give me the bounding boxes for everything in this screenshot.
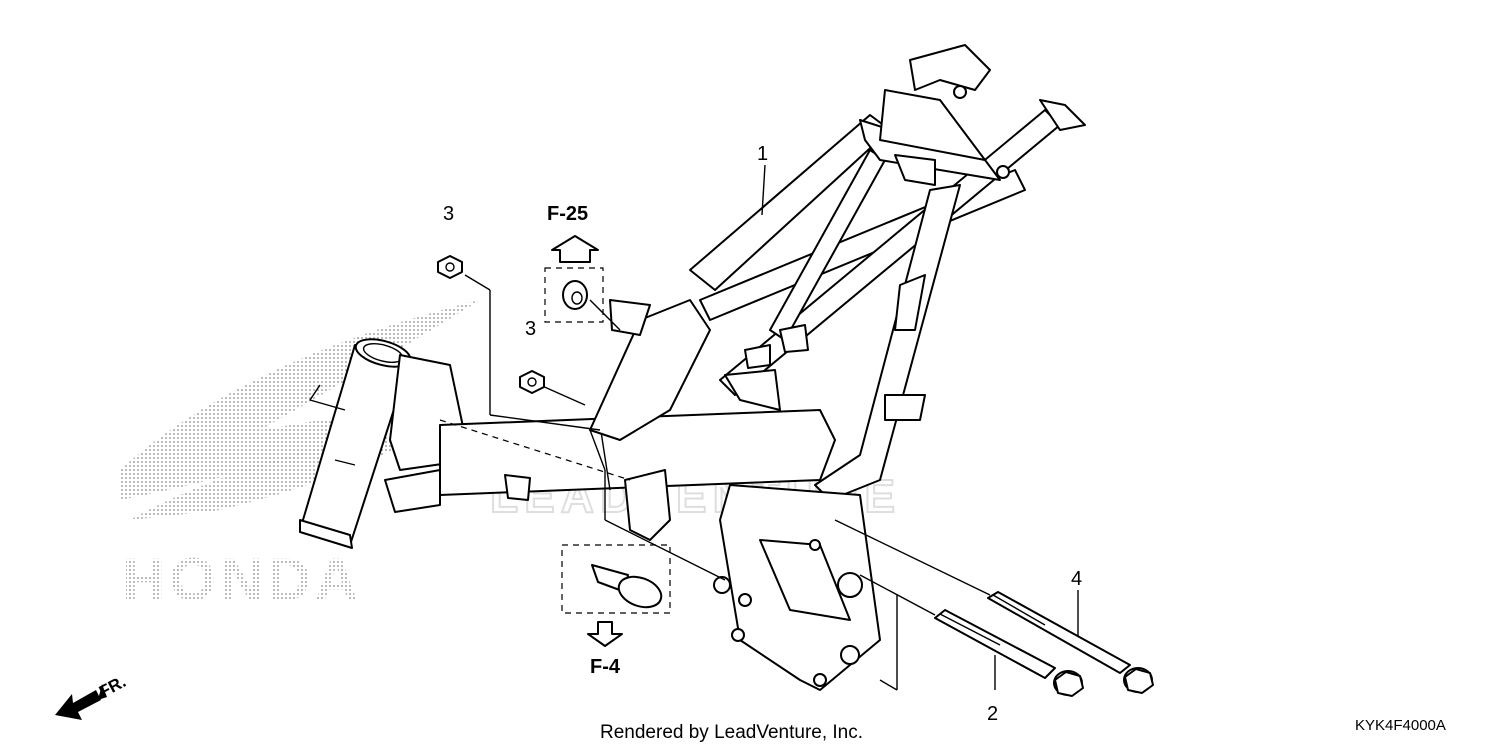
callout-frame: 1 (757, 143, 768, 165)
bolt-short (934, 609, 1084, 697)
flange-nut-lower (519, 370, 545, 394)
reference-box-upper (544, 235, 604, 323)
flange-nut-upper (437, 255, 463, 279)
front-direction-arrow: FR. (55, 672, 129, 720)
reference-lower: F-4 (590, 656, 621, 678)
callout-bolt-short: 2 (987, 703, 998, 725)
callout-nut-lower: 3 (525, 318, 536, 340)
callout-bolt-long: 4 (1071, 568, 1082, 590)
callout-nut-upper: 3 (443, 203, 454, 225)
arrow-down-icon (587, 621, 623, 647)
arrow-up-icon (551, 235, 599, 263)
render-credit: Rendered by LeadVenture, Inc. (600, 722, 863, 743)
diagram-code: KYK4F4000A (1355, 717, 1446, 734)
reference-upper: F-25 (547, 203, 588, 225)
bolt-long (987, 591, 1154, 694)
frame-body (299, 44, 1086, 691)
leader-lines (439, 164, 1079, 691)
honda-watermark-text: HONDA (122, 546, 362, 613)
reference-box-lower (561, 544, 671, 647)
